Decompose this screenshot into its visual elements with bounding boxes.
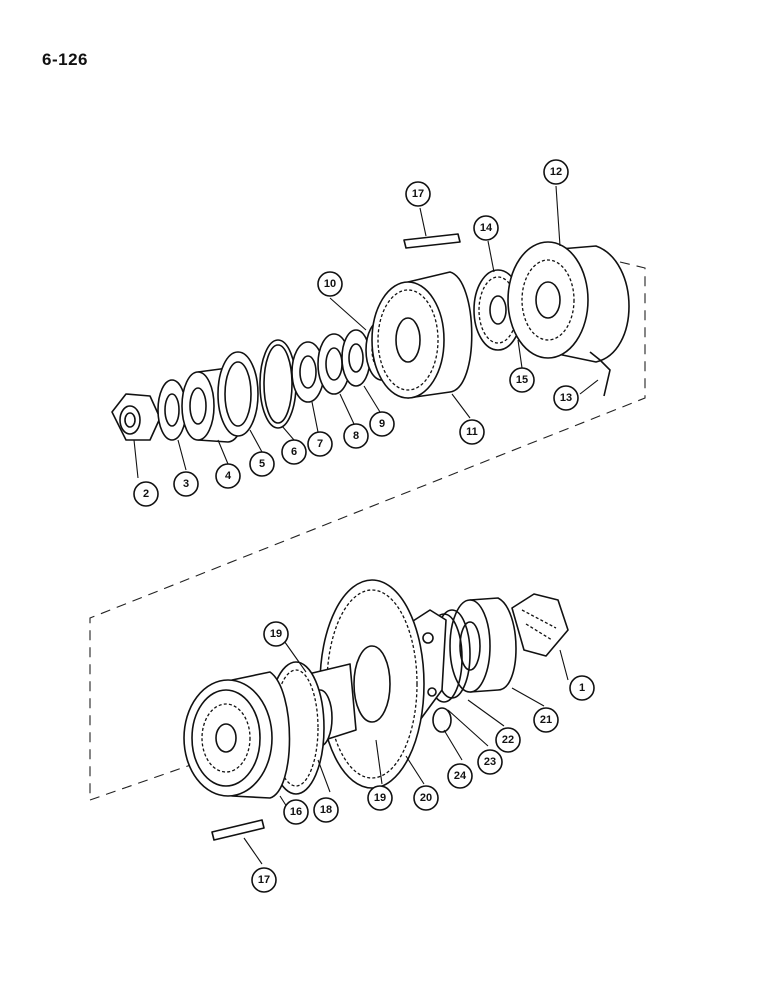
svg-text:19: 19 <box>270 628 282 640</box>
svg-text:2: 2 <box>143 488 149 500</box>
svg-text:18: 18 <box>320 804 332 816</box>
part-nut <box>111 393 161 441</box>
callout-11: 11 <box>459 419 485 445</box>
callout-19-lower: 19 <box>367 785 393 811</box>
svg-text:5: 5 <box>259 458 265 470</box>
callout-19-upper: 19 <box>263 621 289 647</box>
svg-text:9: 9 <box>379 418 385 430</box>
svg-text:4: 4 <box>225 470 232 482</box>
part-bearing-cup <box>217 351 259 437</box>
callout-20: 20 <box>413 785 439 811</box>
svg-text:23: 23 <box>484 756 496 768</box>
part-key-lower <box>211 819 265 841</box>
callout-24: 24 <box>447 763 473 789</box>
callout-3: 3 <box>173 471 199 497</box>
part-snap-ring <box>259 339 297 429</box>
callout-17-upper: 17 <box>405 181 431 207</box>
page-number: 6-126 <box>42 50 88 69</box>
part-drum-hub <box>507 241 630 363</box>
callout-5: 5 <box>249 451 275 477</box>
svg-text:24: 24 <box>454 770 467 782</box>
callout-15: 15 <box>509 367 535 393</box>
svg-text:17: 17 <box>258 874 270 886</box>
svg-text:10: 10 <box>324 278 336 290</box>
part-pinion <box>511 593 569 657</box>
callout-2: 2 <box>133 481 159 507</box>
callout-14: 14 <box>473 215 499 241</box>
assembly-guide-lines <box>89 261 646 801</box>
svg-text:22: 22 <box>502 734 514 746</box>
callout-4: 4 <box>215 463 241 489</box>
part-bearing-assembly <box>291 329 371 403</box>
svg-text:19: 19 <box>374 792 386 804</box>
callout-23: 23 <box>477 749 503 775</box>
svg-text:3: 3 <box>183 478 189 490</box>
callout-9: 9 <box>369 411 395 437</box>
callout-17-lower: 17 <box>251 867 277 893</box>
callout-7: 7 <box>307 431 333 457</box>
svg-text:21: 21 <box>540 714 552 726</box>
part-gear-large-upper <box>371 271 473 399</box>
svg-text:12: 12 <box>550 166 562 178</box>
svg-text:16: 16 <box>290 806 302 818</box>
callout-1: 1 <box>569 675 595 701</box>
svg-text:1: 1 <box>579 682 585 694</box>
part-drum-lower <box>183 671 291 799</box>
part-washer <box>157 379 187 441</box>
callout-16: 16 <box>283 799 309 825</box>
svg-text:17: 17 <box>412 188 424 200</box>
callout-6: 6 <box>281 439 307 465</box>
svg-text:7: 7 <box>317 438 323 450</box>
callout-8: 8 <box>343 423 369 449</box>
svg-text:8: 8 <box>353 430 359 442</box>
svg-text:20: 20 <box>420 792 432 804</box>
callout-21: 21 <box>533 707 559 733</box>
svg-text:15: 15 <box>516 374 528 386</box>
svg-text:14: 14 <box>480 222 493 234</box>
callout-10: 10 <box>317 271 343 297</box>
callout-12: 12 <box>543 159 569 185</box>
callout-18: 18 <box>313 797 339 823</box>
svg-text:6: 6 <box>291 446 297 458</box>
callout-13: 13 <box>553 385 579 411</box>
part-key-upper <box>403 233 461 249</box>
svg-text:13: 13 <box>560 392 572 404</box>
callout-22: 22 <box>495 727 521 753</box>
part-pin <box>589 351 611 397</box>
svg-text:11: 11 <box>466 426 478 438</box>
